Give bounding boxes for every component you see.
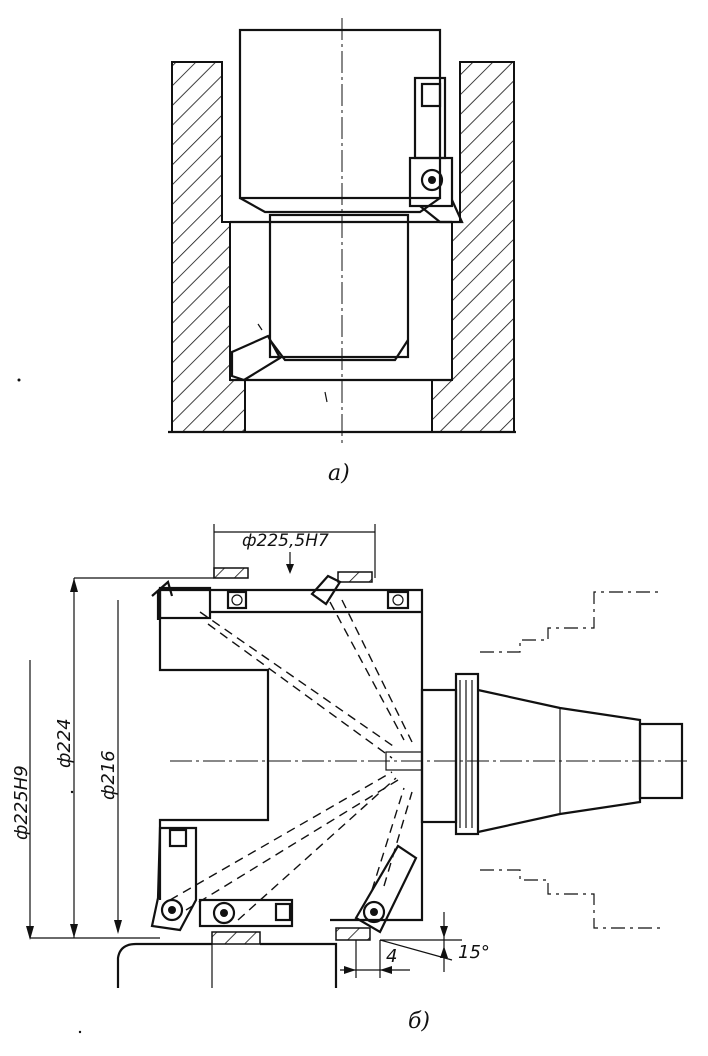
figure-b: ф225,5Н7	[11, 524, 690, 1034]
dim-d225-label: ф225Н9	[11, 765, 32, 840]
workpiece	[116, 942, 338, 988]
dim-offset-label: 4	[386, 946, 397, 967]
screw-icon	[231, 594, 243, 606]
lower-body	[268, 213, 410, 359]
figure-a: а)	[168, 18, 516, 486]
screw-icon	[392, 594, 404, 606]
screw-icon	[420, 168, 444, 192]
dim-bore-label: ф225,5Н7	[242, 531, 329, 551]
dim-d216-label: ф216	[98, 750, 119, 800]
bottom-insert-right	[354, 844, 418, 934]
dim-d224-label: ф224	[54, 718, 75, 768]
upper-body	[238, 28, 442, 200]
lower-cutter	[230, 334, 282, 382]
caption-a: а)	[328, 461, 350, 486]
top-insert-left	[158, 586, 212, 620]
bottom-insert-mid	[198, 898, 294, 928]
bottom-insert-left	[150, 826, 198, 932]
top-insert-mid	[310, 574, 342, 606]
screw-icon	[362, 900, 386, 924]
dim-angle-label: 15°	[458, 942, 490, 963]
screw-icon	[212, 901, 236, 925]
screw-icon	[160, 898, 184, 922]
caption-b: б)	[408, 1009, 430, 1034]
flange	[420, 688, 458, 824]
cutter-body	[158, 588, 424, 922]
